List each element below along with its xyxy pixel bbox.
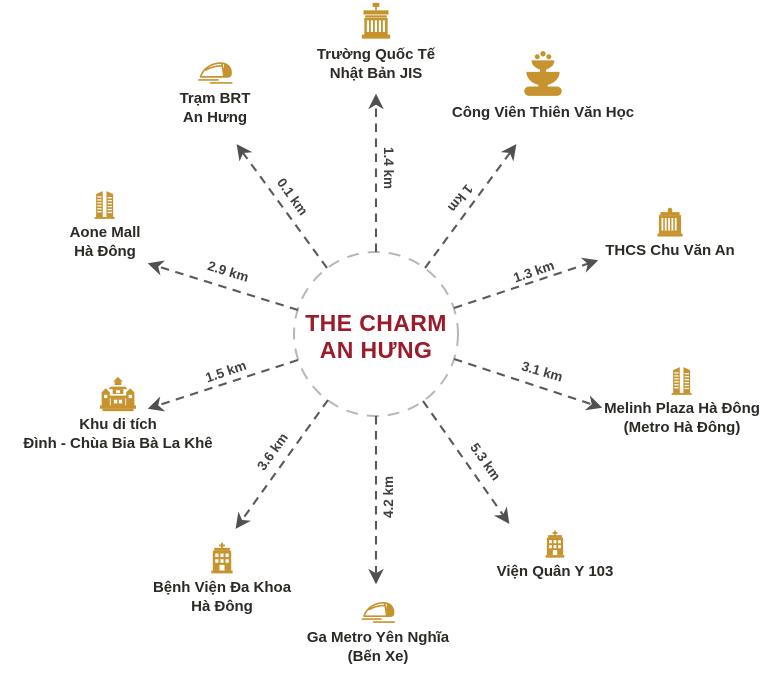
hospital-icon bbox=[211, 542, 233, 574]
location-name-line: (Bến Xe) bbox=[347, 648, 409, 665]
location-name-line: Trường Quốc Tế bbox=[316, 46, 436, 63]
project-name: THE CHARM AN HƯNG bbox=[266, 310, 486, 364]
arrow-to-melinh-plaza bbox=[453, 358, 603, 411]
location-thcs-chu-van-an: THCS Chu Văn An bbox=[585, 204, 755, 260]
location-truong-quoc-te-nhat-ban-jis: Trường Quốc Tế Nhật Bản JIS bbox=[286, 2, 466, 83]
arrow-to-vien-quan-y bbox=[422, 400, 510, 524]
location-name-line: An Hưng bbox=[182, 109, 248, 126]
location-name-line: Khu di tích bbox=[79, 416, 157, 433]
location-name-line: Ga Metro Yên Nghĩa bbox=[306, 629, 450, 646]
arrow-to-tram-brt bbox=[236, 144, 328, 269]
arrow-to-khu-di-tich bbox=[147, 359, 299, 412]
arrow-to-cong-vien bbox=[424, 144, 517, 269]
location-name-line: Bệnh Viện Đa Khoa bbox=[152, 579, 292, 596]
arrow-to-thcs bbox=[453, 257, 599, 309]
school-building-icon bbox=[361, 2, 391, 39]
location-name-line: Viện Quân Y 103 bbox=[496, 563, 614, 580]
location-name-line: Hà Đông bbox=[74, 243, 136, 260]
location-cong-vien-thien-van-hoc: Công Viên Thiên Văn Học bbox=[448, 50, 638, 122]
temple-pagoda-icon bbox=[100, 376, 136, 412]
location-tram-brt-an-hung: Trạm BRT An Hưng bbox=[135, 54, 295, 127]
project-name-line1: THE CHARM bbox=[305, 310, 447, 336]
location-benh-vien-da-khoa-ha-dong: Bệnh Viện Đa Khoa Hà Đông bbox=[122, 542, 322, 616]
hospital-icon bbox=[545, 530, 565, 558]
distance-label: 4.2 km bbox=[381, 475, 396, 519]
fountain-icon bbox=[524, 51, 562, 96]
location-name-line: Đình - Chùa Bia Bà La Khê bbox=[23, 435, 213, 452]
location-vien-quan-y-103: Viện Quân Y 103 bbox=[465, 530, 645, 581]
location-khu-di-tich-dinh-chua-bia-ba-la-khe: Khu di tích Đình - Chùa Bia Bà La Khê bbox=[0, 376, 236, 453]
location-name-line: Nhật Bản JIS bbox=[329, 65, 423, 82]
location-ga-metro-yen-nghia: Ga Metro Yên Nghĩa (Bến Xe) bbox=[278, 594, 478, 666]
location-name-line: Aone Mall bbox=[69, 224, 141, 241]
location-name-line: (Metro Hà Đông) bbox=[623, 419, 741, 436]
school-dome-icon bbox=[657, 207, 683, 237]
arrow-to-aone-mall bbox=[147, 260, 299, 312]
location-name-line: THCS Chu Văn An bbox=[605, 242, 735, 259]
location-melinh-plaza-ha-dong: Melinh Plaza Hà Đông (Metro Hà Đông) bbox=[597, 362, 767, 437]
twin-towers-icon bbox=[94, 191, 115, 219]
location-name-line: Công Viên Thiên Văn Học bbox=[451, 104, 635, 121]
location-aone-mall-ha-dong: Aone Mall Hà Đông bbox=[25, 186, 185, 261]
location-name-line: Melinh Plaza Hà Đông bbox=[604, 400, 760, 417]
brt-bus-icon bbox=[198, 62, 233, 84]
location-name-line: Hà Đông bbox=[191, 598, 253, 615]
distance-label: 1.4 km bbox=[381, 146, 396, 190]
twin-towers-icon bbox=[671, 367, 692, 395]
location-name-line: Trạm BRT bbox=[179, 90, 251, 107]
metro-train-icon bbox=[361, 602, 396, 623]
project-name-line2: AN HƯNG bbox=[319, 337, 433, 363]
arrow-to-benh-vien bbox=[235, 399, 329, 529]
